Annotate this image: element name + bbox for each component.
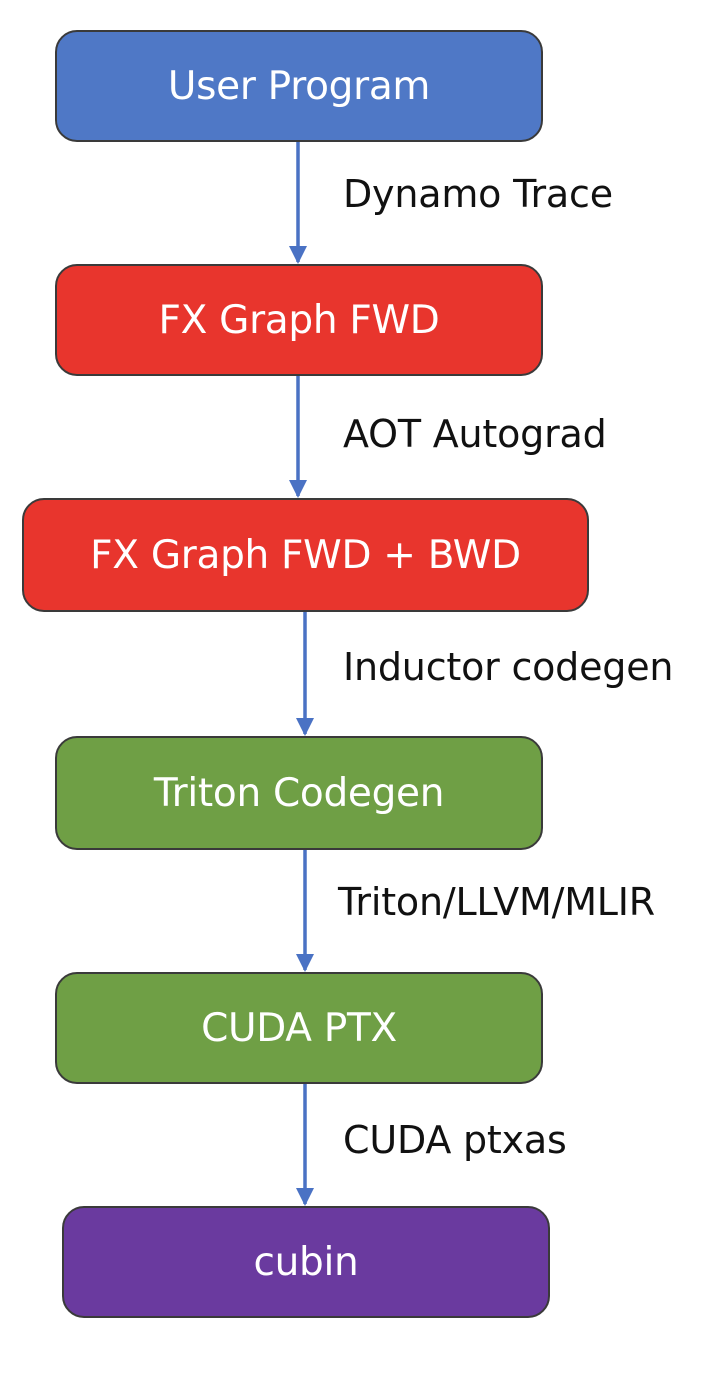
edge-label-aot-autograd: AOT Autograd <box>343 412 607 456</box>
arrowhead-triton-llvm-mlir <box>296 954 314 972</box>
arrowhead-inductor-codegen <box>296 718 314 736</box>
edge-label-dynamo-trace: Dynamo Trace <box>343 172 613 216</box>
node-label: CUDA PTX <box>201 1005 397 1051</box>
node-label: FX Graph FWD + BWD <box>90 532 521 578</box>
node-label: User Program <box>167 63 431 109</box>
arrowhead-aot-autograd <box>289 480 307 498</box>
edge-label-inductor-codegen: Inductor codegen <box>343 645 674 689</box>
node-fx-graph-fwd: FX Graph FWD <box>55 264 543 376</box>
node-label: FX Graph FWD <box>158 297 440 343</box>
arrowhead-cuda-ptxas <box>296 1188 314 1206</box>
node-label: cubin <box>253 1239 359 1285</box>
edge-label-cuda-ptxas: CUDA ptxas <box>343 1118 567 1162</box>
node-label: Triton Codegen <box>153 770 445 816</box>
node-fx-graph-fwd-bwd: FX Graph FWD + BWD <box>22 498 589 612</box>
arrowhead-dynamo-trace <box>289 246 307 264</box>
edge-label-triton-llvm-mlir: Triton/LLVM/MLIR <box>338 880 655 924</box>
node-cuda-ptx: CUDA PTX <box>55 972 543 1084</box>
node-user-program: User Program <box>55 30 543 142</box>
node-cubin: cubin <box>62 1206 550 1318</box>
node-triton-codegen: Triton Codegen <box>55 736 543 850</box>
